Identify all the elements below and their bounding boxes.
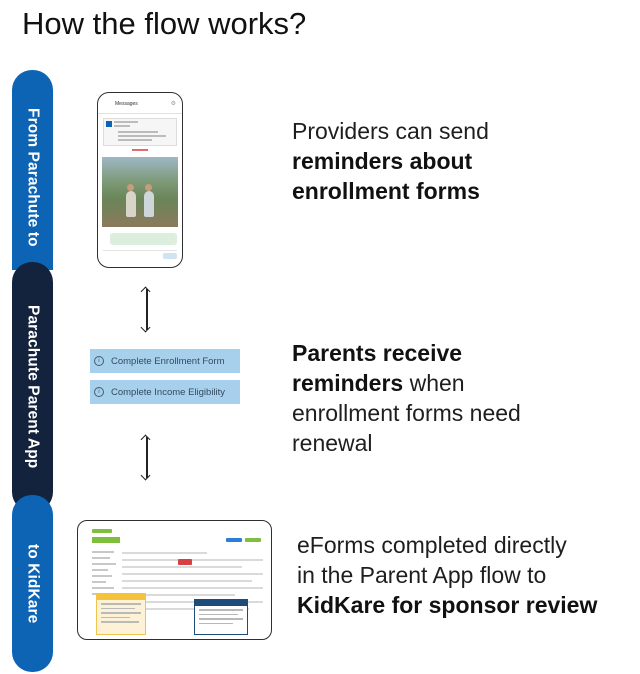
info-circle-icon: i bbox=[94, 356, 104, 366]
step-2-line: renewal bbox=[292, 430, 373, 456]
step-2-description: Parents receive reminders when enrollmen… bbox=[292, 338, 521, 458]
provider-checklist-panel bbox=[194, 599, 248, 635]
double-arrow-icon bbox=[140, 434, 153, 481]
send-button bbox=[163, 253, 177, 259]
reminder-label: Complete Enrollment Form bbox=[111, 355, 225, 367]
flow-segment-kidkare: to KidKare bbox=[12, 495, 53, 672]
step-3-description: eForms completed directly in the Parent … bbox=[297, 530, 597, 620]
phone-header-title: Messages bbox=[115, 101, 138, 107]
divider bbox=[132, 149, 148, 151]
flow-segment-from-parachute: From Parachute to bbox=[12, 70, 53, 270]
double-arrow-icon bbox=[140, 286, 153, 333]
reminder-label: Complete Income Eligibility bbox=[111, 386, 226, 398]
step-3-line: in the Parent App flow to bbox=[297, 562, 547, 588]
sponsor-notes-panel bbox=[96, 593, 146, 635]
step-2-line: enrollment forms need bbox=[292, 400, 521, 426]
step-2-bold: reminders bbox=[292, 370, 404, 396]
page-title: How the flow works? bbox=[22, 6, 307, 41]
step-1-description: Providers can send reminders about enrol… bbox=[292, 116, 489, 206]
reminder-enrollment-form: i Complete Enrollment Form bbox=[90, 349, 240, 373]
message-bubble bbox=[110, 233, 177, 245]
kids-photo bbox=[102, 157, 178, 227]
flow-segment-label: From Parachute to bbox=[24, 107, 42, 247]
flow-segment-parent-app: Parachute Parent App bbox=[12, 262, 53, 512]
phone-messages-mockup: Messages ⚙ bbox=[97, 92, 183, 268]
kidkare-review-mockup bbox=[77, 520, 272, 640]
step-2-line: when bbox=[403, 370, 465, 396]
flow-segment-label: to KidKare bbox=[24, 543, 42, 624]
step-1-bold: reminders about bbox=[292, 148, 473, 174]
reminder-income-eligibility: i Complete Income Eligibility bbox=[90, 380, 240, 404]
message-card bbox=[103, 118, 177, 146]
step-1-line: Providers can send bbox=[292, 118, 489, 144]
step-1-bold: enrollment forms bbox=[292, 178, 480, 204]
step-3-bold: KidKare for sponsor review bbox=[297, 592, 598, 618]
message-input bbox=[103, 250, 177, 259]
avatar bbox=[106, 121, 112, 127]
step-3-line: eForms completed directly bbox=[297, 532, 567, 558]
data-grid bbox=[122, 547, 263, 632]
info-circle-icon: i bbox=[94, 387, 104, 397]
logo bbox=[92, 529, 112, 533]
flow-segment-label: Parachute Parent App bbox=[24, 305, 42, 469]
phone-header: Messages ⚙ bbox=[98, 93, 182, 114]
step-2-bold: Parents receive bbox=[292, 340, 463, 366]
gear-icon: ⚙ bbox=[170, 101, 176, 107]
